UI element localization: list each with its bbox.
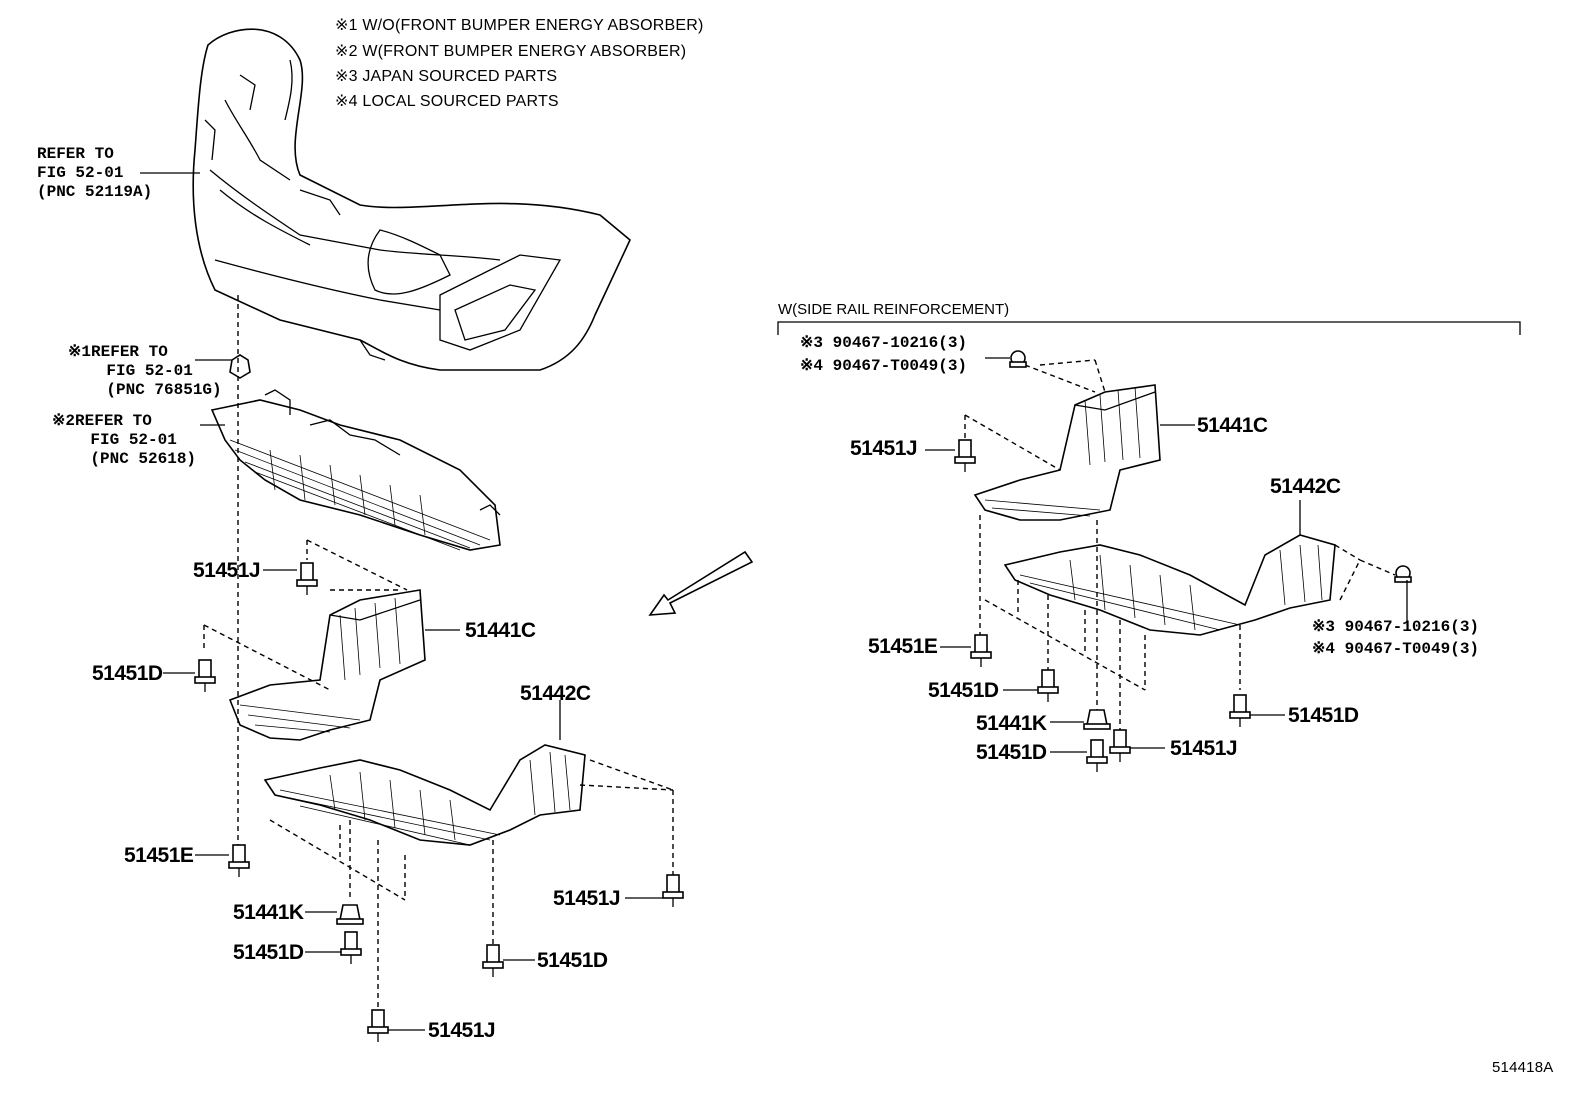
view-arrow [648, 550, 754, 616]
bolt-51451d-left-right [482, 944, 504, 977]
bolt-51451d-left-low [340, 931, 362, 964]
nut-51441k-left [336, 904, 364, 925]
energy-absorber [210, 389, 501, 551]
side-rail-box-title: W(SIDE RAIL REINFORCEMENT) [778, 301, 1010, 318]
bolt-51451d-right-mid [1037, 669, 1059, 702]
label-51451d-right-right: 51451D [1288, 704, 1359, 727]
ref-bumper: REFER TO FIG 52-01 (PNC 52119A) [37, 145, 153, 201]
bolt-51451d-right-low [1086, 739, 1108, 772]
label-51442c-left: 51442C [520, 682, 591, 705]
label-51442c-right: 51442C [1270, 475, 1341, 498]
label-clip-right-top-3: ※3 90467-10216(3) [800, 334, 968, 352]
clip-90467-right-top [1009, 350, 1027, 368]
label-51451d-left-right: 51451D [537, 949, 608, 972]
bolt-51451e-left [228, 844, 250, 877]
bolt-51451j-right-top [954, 439, 976, 472]
part-51442c-left [263, 744, 586, 846]
bolt-51451j-left-bottom [367, 1009, 389, 1042]
bolt-51451j-right-bottom [1109, 729, 1131, 762]
label-51441k-right: 51441K [976, 712, 1047, 735]
bolt-51451e-right [970, 634, 992, 667]
label-51451j-left-right: 51451J [553, 887, 621, 910]
ref-energy-absorber-1: ※1REFER TO FIG 52-01 (PNC 76851G) [68, 343, 222, 399]
left-bolts [194, 562, 684, 1042]
right-guide-lines [964, 359, 1396, 730]
side-rail-box [777, 321, 1521, 335]
label-clip-right-top-4: ※4 90467-T0049(3) [800, 357, 968, 375]
label-51451d-right-mid: 51451D [928, 679, 999, 702]
nut-51441k-right [1083, 709, 1111, 730]
label-51451d-left-low: 51451D [233, 941, 304, 964]
bolt-51451d-right-right [1229, 694, 1251, 727]
label-51451j-left-bottom: 51451J [428, 1019, 496, 1042]
label-clip-right-right-3: ※3 90467-10216(3) [1312, 618, 1480, 636]
right-leaders [925, 357, 1408, 753]
clip-90467-right-right [1394, 565, 1412, 583]
bolt-51451d-left-mid [194, 659, 216, 692]
left-guide-lines [203, 295, 674, 1010]
clip-left [229, 354, 251, 379]
label-51451d-left-mid: 51451D [92, 662, 163, 685]
label-51441k-left: 51441K [233, 901, 304, 924]
label-51451j-right-top: 51451J [850, 437, 918, 460]
note-4: ※4 LOCAL SOURCED PARTS [335, 93, 559, 110]
note-1: ※1 W/O(FRONT BUMPER ENERGY ABSORBER) [335, 17, 704, 34]
ref-energy-absorber-2: ※2REFER TO FIG 52-01 (PNC 52618) [52, 412, 197, 468]
right-bolts [954, 350, 1412, 772]
figure-id: 514418A [1492, 1059, 1554, 1076]
note-3: ※3 JAPAN SOURCED PARTS [335, 68, 558, 85]
label-51441c-right: 51441C [1197, 414, 1268, 437]
bolt-51451j-left-top [296, 562, 318, 595]
label-clip-right-right-4: ※4 90467-T0049(3) [1312, 640, 1480, 658]
left-leaders [140, 172, 663, 1031]
label-51451e-right: 51451E [868, 635, 938, 658]
label-51451j-right-bottom: 51451J [1170, 737, 1238, 760]
part-51442c-right [1003, 534, 1336, 636]
front-bumper [192, 28, 631, 371]
bolt-51451j-left-right [662, 874, 684, 907]
part-51441c-left [228, 589, 426, 741]
label-51451j-left-top: 51451J [193, 559, 261, 582]
label-51451e-left: 51451E [124, 844, 194, 867]
label-51451d-right-low: 51451D [976, 741, 1047, 764]
label-51441c-left: 51441C [465, 619, 536, 642]
part-51441c-right [973, 384, 1161, 521]
note-2: ※2 W(FRONT BUMPER ENERGY ABSORBER) [335, 43, 687, 60]
